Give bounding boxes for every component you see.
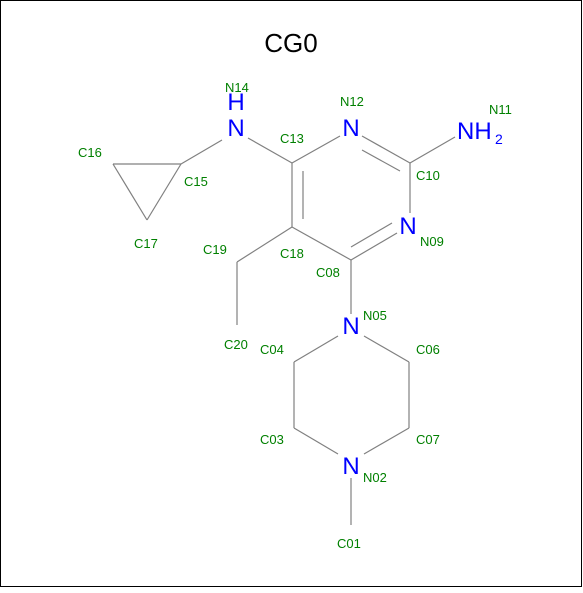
n11-symbol: NH [457,118,492,145]
n14-hydrogen-symbol: H [227,89,244,116]
atom-label-c15: C15 [184,174,208,189]
bond-n12-c10 [361,135,411,164]
n11-subscript: 2 [495,131,503,147]
atom-label-c18: C18 [280,246,304,261]
atom-label-n09: N09 [420,234,444,249]
bond-n05-c04 [293,335,339,363]
atom-label-c03: C03 [260,432,284,447]
bond-n14-c13 [247,137,293,164]
atom-label-c01: C01 [337,536,361,551]
bond-c15-c17 [146,163,182,221]
bond-c16-c17 [112,163,148,221]
n09-symbol: N [399,213,416,240]
bond-c07-n02 [363,427,410,455]
atom-label-c16: C16 [78,145,102,160]
bond-n09-c08 [350,232,398,261]
atom-label-c07: C07 [416,432,440,447]
atom-labels: N14 N12 N11 C13 C10 C16 C15 C17 N09 C19 … [78,80,512,551]
atom-label-n11: N11 [489,102,512,117]
atom-label-n05: N05 [363,308,387,323]
atom-label-c20: C20 [224,337,248,352]
n12-symbol: N [342,115,359,142]
bond-n12-c10-double [361,149,401,172]
atom-label-n12: N12 [340,94,364,109]
n05-symbol: N [342,313,359,340]
bond-n09-c08-double [350,222,393,248]
atom-label-c19: C19 [203,242,227,257]
element-symbols: H N N NH 2 N N N [227,89,503,480]
atom-label-c13: C13 [280,131,304,146]
n02-symbol: N [342,453,359,480]
bond-lines [112,135,456,525]
atom-label-c04: C04 [260,342,284,357]
atom-label-c10: C10 [416,168,440,183]
bond-n05-c06 [363,335,410,363]
bond-c10-n11 [409,136,456,164]
atom-label-n02: N02 [363,470,387,485]
bond-c08-c18 [291,226,352,261]
atom-label-c06: C06 [416,342,440,357]
bond-c03-n02 [293,427,339,455]
bond-c18-c19 [236,226,293,263]
atom-label-n14: N14 [225,80,249,95]
n14-symbol: N [227,115,244,142]
bond-c15-n14 [180,139,223,165]
molecule-title: CG0 [264,28,317,58]
atom-label-c17: C17 [134,236,158,251]
bond-c13-n12 [291,135,341,164]
atom-label-c08: C08 [316,265,340,280]
